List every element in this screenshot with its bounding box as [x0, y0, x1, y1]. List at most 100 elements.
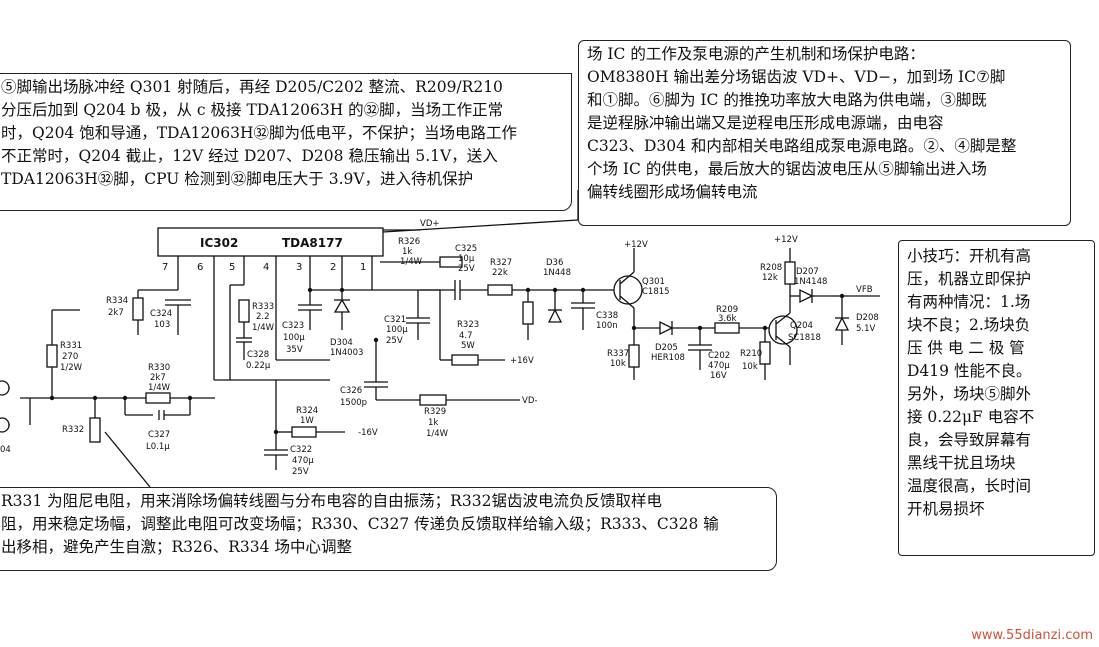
svg-text:C322: C322 [290, 445, 312, 455]
svg-text:270: 270 [62, 352, 78, 362]
svg-text:3.6k: 3.6k [718, 314, 737, 324]
svg-text:470μ: 470μ [708, 361, 730, 371]
svg-text:22k: 22k [492, 268, 508, 278]
svg-text:C326: C326 [340, 386, 362, 396]
svg-text:R210: R210 [740, 349, 762, 359]
svg-text:1N4148: 1N4148 [794, 277, 827, 287]
svg-text:R334: R334 [106, 296, 128, 306]
note-protection-circuit: ⑤脚输出场脉冲经 Q301 射随后，再经 D205/C202 整流、R209/R… [0, 73, 572, 211]
svg-text:103: 103 [154, 320, 170, 330]
net-neg16v: -16V [358, 428, 378, 438]
note-line: 出移相，避免产生自激；R326、R334 场中心调整 [1, 538, 352, 556]
note-line: 个场 IC 的供电，最后放大的锯齿波电压从⑤脚输出进入场 [587, 160, 987, 178]
note-line: 时，Q204 饱和导通，TDA12063H㉜脚为低电平，不保护；当场电路工作 [1, 124, 518, 142]
ref-04: 04 [0, 445, 11, 455]
label-r332: R332 [62, 425, 84, 435]
svg-text:C323: C323 [282, 321, 304, 331]
note-line: D419 性能不良。 [907, 362, 1032, 380]
svg-text:C327: C327 [148, 430, 170, 440]
svg-text:R327: R327 [490, 258, 512, 268]
svg-text:R324: R324 [296, 406, 318, 416]
svg-text:1k: 1k [428, 418, 438, 428]
svg-text:L0.1μ: L0.1μ [146, 442, 170, 452]
svg-text:1N4003: 1N4003 [330, 348, 363, 358]
note-line: R331 为阻尼电阻，用来消除场偏转线圈与分布电容的自由振荡；R332锯齿波电流… [1, 492, 662, 510]
svg-text:R323: R323 [457, 320, 479, 330]
svg-text:1/4W: 1/4W [252, 323, 275, 333]
net-vfb: VFB [856, 285, 873, 295]
svg-text:D304: D304 [330, 338, 353, 348]
svg-text:SC1818: SC1818 [788, 333, 821, 343]
svg-text:R326: R326 [398, 237, 420, 247]
svg-text:C1815: C1815 [642, 287, 670, 297]
note-line: 块不良；2.场块负 [907, 316, 1031, 334]
ic-part: TDA8177 [282, 236, 343, 250]
svg-text:1500p: 1500p [340, 398, 367, 408]
note-resistor-functions: R331 为阻尼电阻，用来消除场偏转线圈与分布电容的自由振荡；R332锯齿波电流… [0, 487, 777, 571]
svg-text:16V: 16V [710, 371, 727, 381]
note-line: 场 IC 的工作及泵电源的产生机制和场保护电路： [587, 45, 925, 63]
note-line: 偏转线圈形成场偏转电流 [587, 183, 758, 201]
note-line: TDA12063H㉜脚，CPU 检测到㉜脚电压大于 3.9V，进入待机保护 [1, 170, 474, 188]
note-line: 压，机器立即保护 [907, 270, 1032, 288]
svg-text:100μ: 100μ [283, 333, 305, 343]
svg-text:C202: C202 [708, 351, 730, 361]
svg-text:4.7: 4.7 [459, 331, 473, 341]
svg-text:R208: R208 [760, 263, 782, 273]
ic-pin-6: 6 [197, 262, 203, 273]
svg-text:C325: C325 [455, 244, 477, 254]
note-line: 另外，场块⑤脚外 [907, 385, 1032, 403]
svg-text:1W: 1W [300, 416, 314, 426]
note-line: C323、D304 和内部相关电路组成泵电源电路。②、④脚是整 [587, 137, 1017, 155]
svg-text:R330: R330 [148, 363, 170, 373]
note-line: 有两种情况：1.场 [907, 293, 1031, 311]
svg-text:D36: D36 [546, 258, 563, 268]
svg-text:HER108: HER108 [651, 353, 685, 363]
note-line: 接 0.22μF 电容不 [907, 408, 1035, 426]
svg-text:5W: 5W [461, 341, 475, 351]
note-line: 黑线干扰且场块 [907, 454, 1016, 472]
note-line: 和①脚。⑥脚为 IC 的推挽功率放大电路为供电端，③脚既 [587, 91, 987, 109]
svg-text:R209: R209 [716, 305, 738, 315]
ic-pin-1: 1 [360, 262, 366, 273]
note-ic-operation: 场 IC 的工作及泵电源的产生机制和场保护电路： OM8380H 输出差分场锯齿… [578, 40, 1071, 226]
svg-text:0.22μ: 0.22μ [246, 361, 271, 371]
svg-text:1k: 1k [402, 247, 412, 257]
svg-text:12k: 12k [762, 273, 778, 283]
svg-text:C338: C338 [596, 311, 618, 321]
net-16v: +16V [510, 356, 534, 366]
svg-text:1/4W: 1/4W [148, 383, 171, 393]
svg-text:Q204: Q204 [790, 321, 813, 331]
net-vd-minus: VD- [522, 396, 537, 406]
ic-pin-2: 2 [330, 262, 336, 273]
svg-text:C328: C328 [247, 350, 269, 360]
watermark: www.55dianzi.com [971, 628, 1093, 643]
svg-text:25V: 25V [292, 467, 309, 477]
svg-text:10k: 10k [610, 359, 626, 369]
ic-pin-3: 3 [296, 262, 302, 273]
note-line: OM8380H 输出差分场锯齿波 VD+、VD−，加到场 IC⑦脚 [587, 68, 1006, 86]
svg-text:C324: C324 [150, 309, 172, 319]
svg-text:100n: 100n [596, 321, 618, 331]
